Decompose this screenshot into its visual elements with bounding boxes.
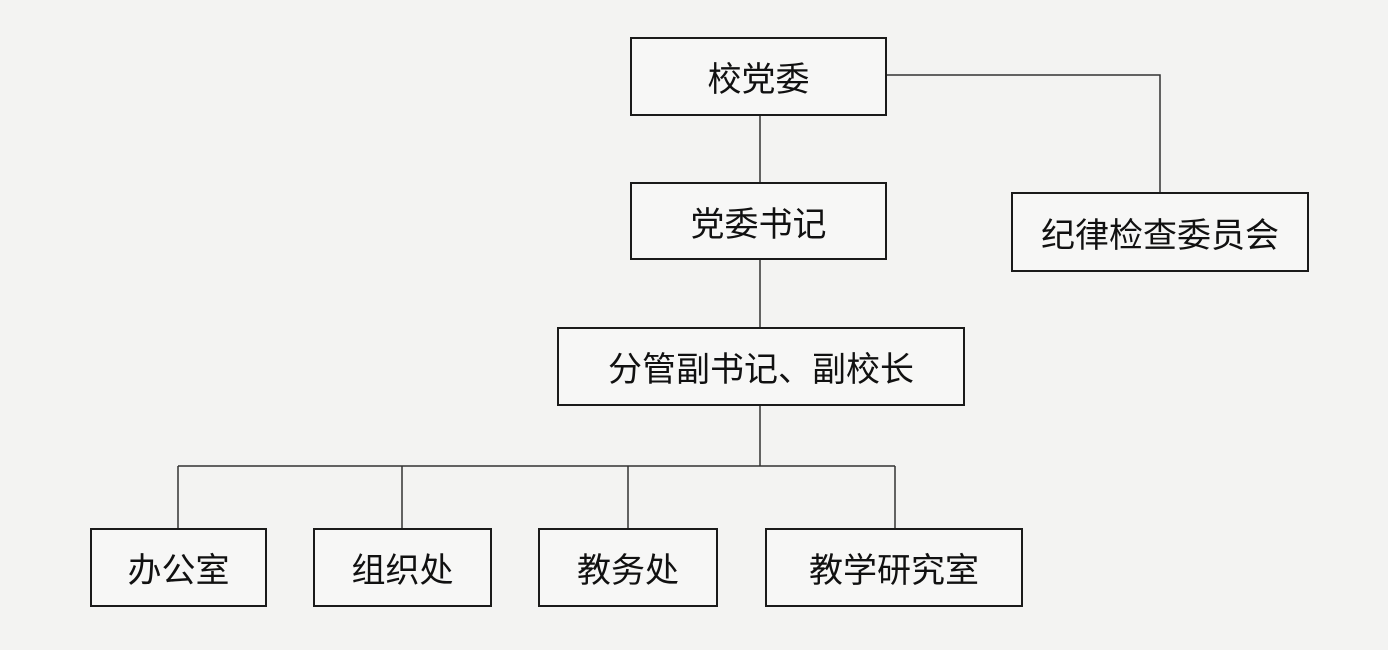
node-deputy-leaders: 分管副书记、副校长 (557, 327, 965, 406)
node-school-committee: 校党委 (630, 37, 887, 116)
node-academic-affairs: 教务处 (538, 528, 718, 607)
node-organization-dept: 组织处 (313, 528, 492, 607)
node-teaching-research: 教学研究室 (765, 528, 1023, 607)
node-party-secretary: 党委书记 (630, 182, 887, 260)
node-discipline-committee: 纪律检查委员会 (1011, 192, 1309, 272)
edge-committee-discipline (886, 74, 1161, 192)
node-office: 办公室 (90, 528, 267, 607)
